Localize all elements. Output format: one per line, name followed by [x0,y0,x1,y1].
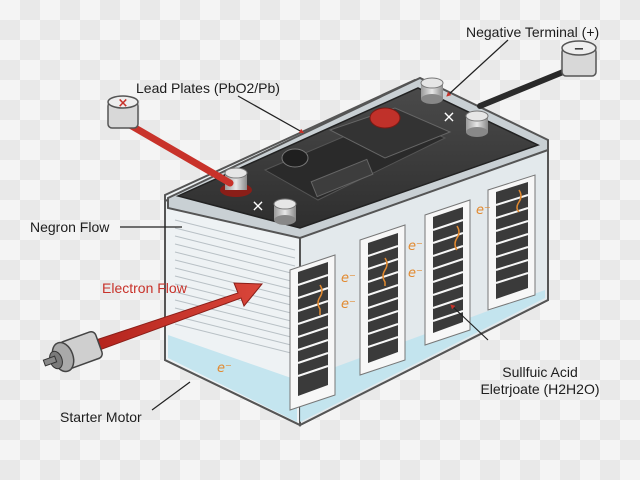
cell-4 [487,174,536,311]
label-lead-plates: Lead Plates (PbO2/Pb) [136,80,280,96]
cross-mark-left: × [251,196,264,215]
starter-motor [42,331,103,373]
electron-mark-1: e⁻ [341,271,356,286]
label-acid-line1: Sullfuic Acid [502,364,578,380]
minus-symbol-cap: − [574,42,585,57]
leader-negative-terminal [446,39,509,97]
label-sulfuric-acid: Sullfuic Acid Eletrjoate (H2H2O) [470,364,610,398]
cell-1 [289,254,336,411]
cell-3 [424,199,471,346]
electron-marks: e⁻ e⁻ e⁻ e⁻ e⁻ e⁻ [217,203,491,376]
cross-mark-right: × [442,107,455,126]
positive-cable [107,95,234,187]
label-starter-motor: Starter Motor [60,409,142,425]
electron-mark-5: e⁻ [476,203,491,218]
leader-lead-plates [237,95,305,134]
battery-lid [167,76,549,240]
terminal-post-top-left [420,77,444,104]
plus-symbol-cap: × [118,96,129,111]
electron-mark-2: e⁻ [341,297,356,312]
label-negron-flow: Negron Flow [30,219,110,235]
terminal-post-right [465,110,489,137]
electron-mark-3: e⁻ [408,239,423,254]
negative-cable [477,40,597,109]
electron-mark-4: e⁻ [408,266,423,281]
label-negative-terminal: Negative Terminal (+) [466,24,600,40]
electron-mark-6: e⁻ [217,361,232,376]
terminal-post-front [273,198,297,225]
electron-flow-squiggles [317,189,522,315]
label-acid-line2: Eletrjoate (H2H2O) [480,381,600,397]
cell-2 [359,224,406,376]
leader-acid [450,304,489,341]
label-electron-flow: Electron Flow [102,280,187,296]
terminal-post-left [220,167,252,197]
leader-starter-motor [151,381,191,411]
electron-flow-arrow [89,282,264,353]
